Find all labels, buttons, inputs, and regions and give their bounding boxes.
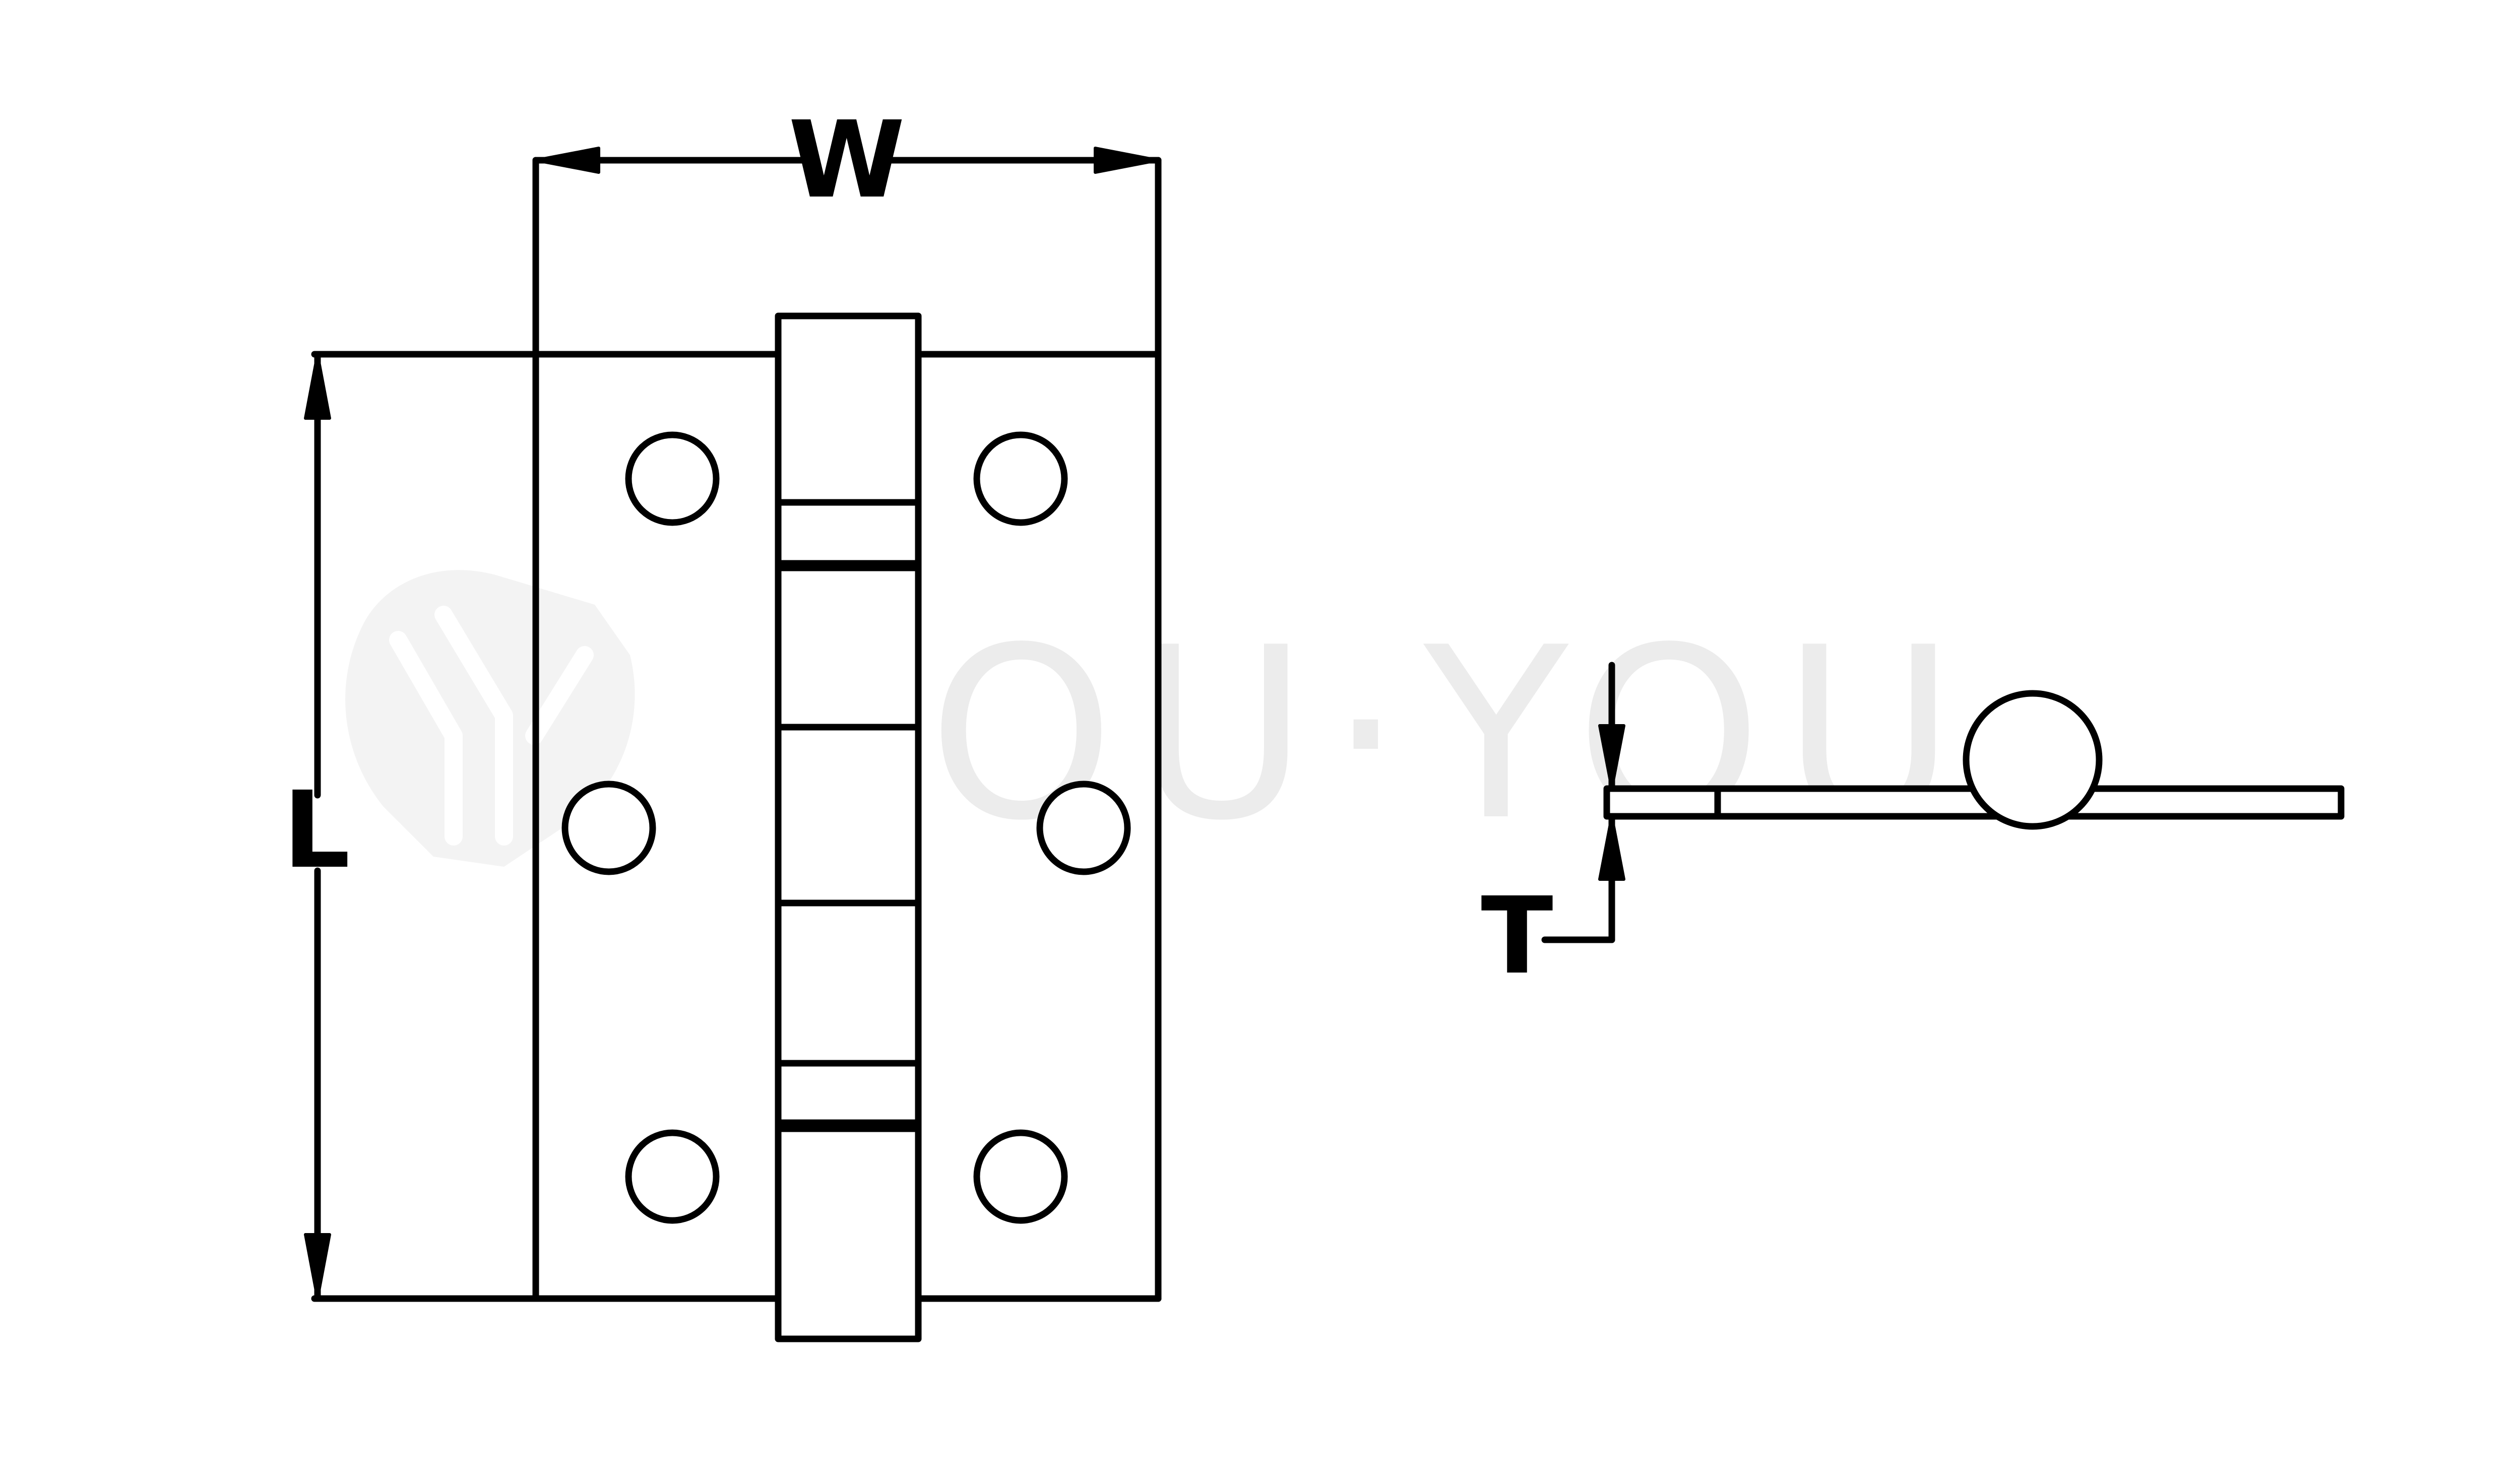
hinge-side-view [1603,690,2345,830]
thickness-arrow-bottom [1598,815,1625,881]
width-label: W [788,98,905,222]
thickness-dimension: T [1481,662,1625,998]
width-arrow-right [1094,147,1160,174]
thickness-label: T [1481,874,1553,998]
screw-hole [973,431,1068,526]
watermark: YOU·YOU [345,570,1976,872]
hinge-front-view [311,157,1162,1342]
screw-hole [625,1129,720,1224]
thickness-arrow-top [1598,724,1625,790]
side-view-knuckle [1963,690,2103,830]
screw-hole [1036,781,1131,875]
screw-hole [561,781,656,875]
length-label: L [283,768,350,892]
width-dimension: W [532,98,1162,222]
length-arrow-top [304,353,331,420]
watermark-text: YOU·YOU [773,597,1976,872]
knuckle-barrel [775,312,922,1342]
width-arrow-left [534,147,600,174]
screw-hole [625,431,720,526]
screw-hole [973,1129,1068,1224]
length-dimension: L [283,351,350,1302]
length-arrow-bottom [304,1233,331,1300]
watermark-logo [345,570,635,867]
